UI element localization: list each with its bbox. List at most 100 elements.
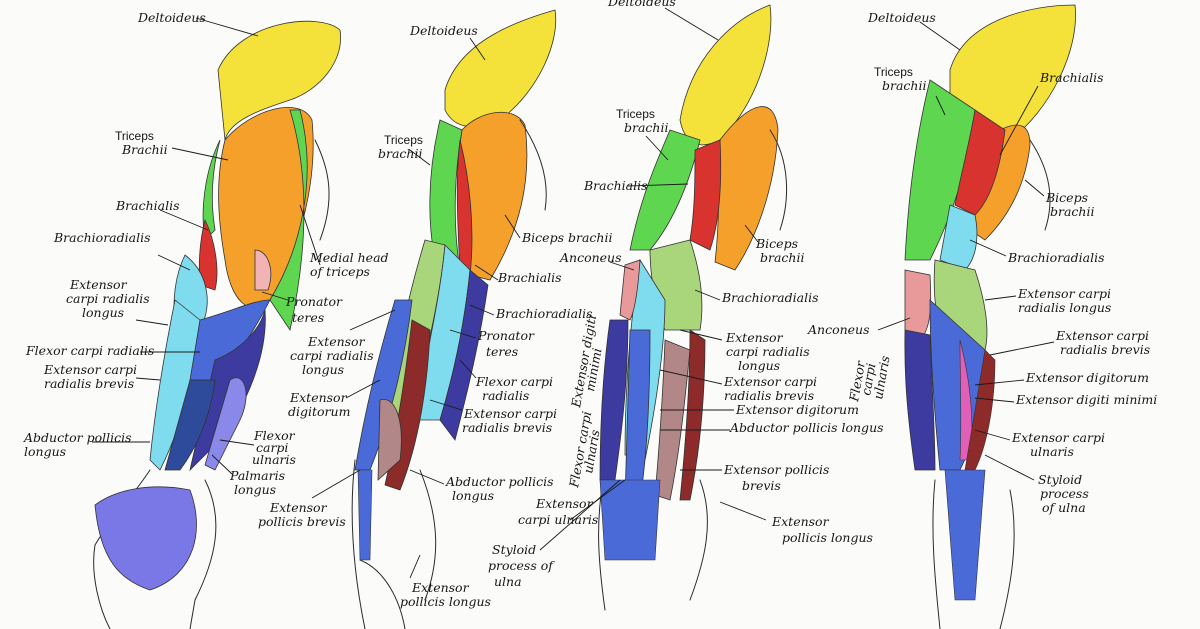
fcr-shape [164, 379, 216, 471]
f1-brachialis-label: Brachialis [115, 198, 180, 213]
f1-triceps-label-1: Triceps [115, 129, 154, 143]
f2-pronator-label-2: teres [486, 344, 518, 359]
f1-palmaris-label-2: longus [234, 482, 276, 497]
f2-apl-shape [377, 398, 402, 481]
f4-ecu-label-1: Extensor carpi [1011, 430, 1105, 445]
f3-brachioradialis-label: Brachioradialis [721, 290, 818, 305]
f4-brachialis-label: Brachialis [1039, 70, 1104, 85]
f2-triceps-label-2: brachii [378, 146, 422, 161]
f1-fcu-label-2: carpi [256, 440, 288, 455]
f3-tendons-hand [599, 479, 661, 561]
f3-deltoid-shape [679, 4, 772, 146]
f2-pronator-label-1: Pronator [477, 328, 535, 343]
f3-ecrl-label-3: longus [738, 358, 780, 373]
f3-ecu-label-2: carpi ulnaris [518, 512, 598, 527]
f4-triceps-label-2: brachii [882, 78, 926, 93]
f2-ecrb-label-2: radialis brevis [462, 420, 552, 435]
f4-ecrl-label-2: radialis longus [1018, 300, 1111, 315]
f4-styloid-label-2: process [1040, 486, 1089, 501]
f1-ecrl-label-1: Extensor [69, 277, 128, 292]
f4-biceps-label-1: Biceps [1045, 190, 1088, 205]
f2-ecrb-label-1: Extensor carpi [463, 406, 557, 421]
f3-brachialis-label: Brachialis [583, 178, 648, 193]
f1-medial-head-label-2: of triceps [310, 264, 370, 279]
f2-brachialis-label: Brachialis [497, 270, 562, 285]
f1-ecrl-label-2: carpi radialis [66, 291, 150, 306]
f1-fcr-label: Flexor carpi radialis [25, 343, 154, 358]
f3-triceps-label-2: brachii [624, 120, 668, 135]
f3-styloid-label-2: process of [488, 558, 555, 573]
f3-styloid-label-3: ulna [494, 574, 522, 589]
f4-wrist-tendon [944, 469, 986, 601]
f1-apl-label-2: longus [24, 444, 66, 459]
f4-triceps-label-1: Triceps [874, 65, 913, 79]
f1-deltoideus-label: Deltoideus [137, 10, 206, 25]
f3-ecu-label-1: Extensor [535, 496, 594, 511]
f3-ecrl-label-1: Extensor [725, 330, 784, 345]
f4-fcu-label-2: carpi [858, 362, 878, 397]
f2-epb-label-1: Extensor [269, 500, 328, 515]
f2-fcr-shape [439, 269, 489, 441]
deltoid-shape [217, 20, 342, 141]
f2-apl-label-1: Abductor pollicis [445, 474, 554, 489]
f2-ecrl-label-2: carpi radialis [290, 348, 374, 363]
f3-biceps-label-1: Biceps [755, 236, 798, 251]
figure-3-posterior-arm: Deltoideus Triceps brachii Brachialis An… [488, 0, 884, 611]
f4-styloid-label-1: Styloid [1038, 472, 1082, 487]
f3-epb-label-2: brevis [742, 478, 781, 493]
pronator-pink-shape [254, 249, 272, 291]
f3-ecrl-label-2: carpi radialis [726, 344, 810, 359]
f2-apl-label-2: longus [452, 488, 494, 503]
f3-ecrb-label-2: radialis brevis [724, 388, 814, 403]
f4-anconeus-label: Anconeus [807, 322, 870, 337]
f2-tendon-blue [357, 469, 373, 561]
abductor-hand-area [94, 486, 197, 591]
f1-pronator-label-2: teres [292, 310, 324, 325]
palmaris-shape [204, 377, 247, 471]
f3-ecrb-label-1: Extensor carpi [723, 374, 817, 389]
f2-biceps-label: Biceps brachii [521, 230, 612, 245]
f3-deltoideus-label: Deltoideus [607, 0, 676, 9]
figure-4-posterior-arm: Deltoideus Triceps brachii Brachialis Bi… [807, 4, 1157, 629]
f2-ecrl-label-3: longus [302, 362, 344, 377]
f4-fcu-shape [904, 329, 936, 471]
f1-ecrl-label-3: longus [82, 305, 124, 320]
f1-triceps-label-2: Brachii [121, 142, 168, 157]
f2-epl-label-1: Extensor [411, 580, 470, 595]
figure-1-anterior-arm: Deltoideus Triceps Brachii Brachialis Br… [23, 10, 389, 629]
figure-2-lateral-arm: Deltoideus Triceps brachii Biceps brachi… [258, 9, 612, 629]
f2-epl-label-2: pollicis longus [400, 594, 491, 609]
f3-biceps-label-2: brachii [760, 250, 804, 265]
f2-deltoideus-label: Deltoideus [409, 23, 478, 38]
f3-apl-label: Abductor pollicis longus [729, 420, 884, 435]
f3-triceps-label-1: Triceps [616, 107, 655, 121]
f2-epb-label-2: pollicis brevis [258, 514, 346, 529]
f3-fcu-shape [599, 319, 629, 481]
f4-styloid-label-3: of ulna [1042, 500, 1086, 515]
f2-brachioradialis-label: Brachioradialis [495, 306, 592, 321]
f3-ed-label: Extensor digitorum [735, 402, 859, 417]
f4-edm-label: Extensor digiti minimi [1015, 392, 1157, 407]
f2-ed-label-2: digitorum [288, 404, 350, 419]
f3-ecrb-shape [679, 329, 706, 501]
f2-fcr-label-2: radialis [482, 388, 529, 403]
f4-ecrl-label-1: Extensor carpi [1017, 286, 1111, 301]
f4-ecrb-label-2: radialis brevis [1060, 342, 1150, 357]
f1-medial-head-label-1: Medial head [309, 250, 389, 265]
f3-epl-label-1: Extensor [771, 514, 830, 529]
f2-ecrl-label-1: Extensor [307, 334, 366, 349]
f4-anconeus-shape [904, 269, 932, 341]
f3-epb-label-1: Extensor pollicis [723, 462, 829, 477]
brachialis-shape [198, 218, 218, 291]
f3-anconeus-shape [619, 259, 641, 321]
f1-brachioradialis-label: Brachioradialis [53, 230, 150, 245]
f4-fcu-label-3: ulnaris [870, 355, 892, 401]
f1-ecrb-label-1: Extensor carpi [43, 362, 137, 377]
f4-biceps-label-2: brachii [1050, 204, 1094, 219]
f2-fcr-label-1: Flexor carpi [475, 374, 553, 389]
f3-styloid-label-1: Styloid [492, 542, 536, 557]
f2-triceps-label-1: Triceps [384, 133, 423, 147]
f3-apl-shape [654, 339, 691, 501]
